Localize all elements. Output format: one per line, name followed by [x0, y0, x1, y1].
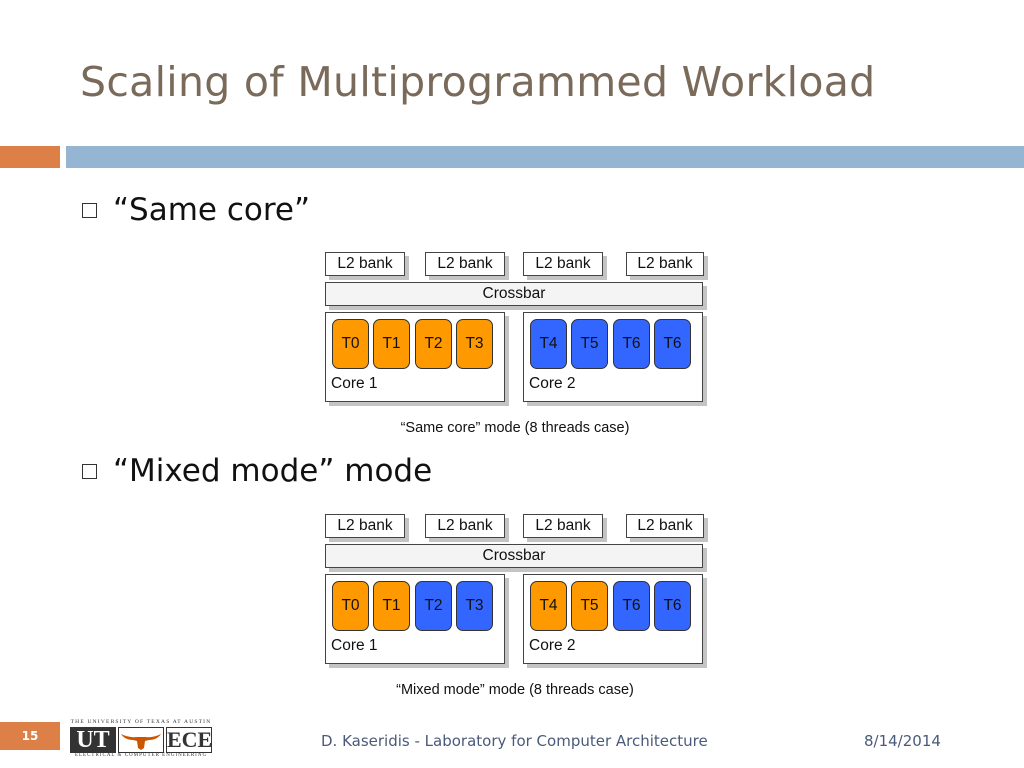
core-label: Core 1 — [331, 637, 378, 654]
l2-bank: L2 bank — [325, 514, 405, 538]
l2-bank: L2 bank — [523, 514, 603, 538]
thread: T6 — [613, 319, 650, 369]
bullet-text: “Same core” — [113, 192, 311, 228]
thread: T0 — [332, 319, 369, 369]
thread: T5 — [571, 319, 608, 369]
thread: T1 — [373, 319, 410, 369]
crossbar: Crossbar — [325, 544, 703, 568]
diagram-same-core: L2 bank L2 bank L2 bank L2 bank Crossbar… — [320, 252, 720, 442]
core-2: T4 T5 T6 T6 Core 2 — [523, 312, 703, 402]
accent-bar-orange — [0, 146, 60, 168]
longhorn-icon — [118, 727, 164, 753]
thread: T3 — [456, 581, 493, 631]
core-2: T4 T5 T6 T6 Core 2 — [523, 574, 703, 664]
thread: T2 — [415, 581, 452, 631]
footer-date: 8/14/2014 — [864, 732, 941, 750]
diagram-caption: “Same core” mode (8 threads case) — [400, 420, 630, 436]
accent-bar-blue — [66, 146, 1024, 168]
l2-bank: L2 bank — [425, 514, 505, 538]
bullet-same-core: “Same core” — [82, 192, 310, 228]
thread: T6 — [613, 581, 650, 631]
diagram-mixed-mode: L2 bank L2 bank L2 bank L2 bank Crossbar… — [320, 514, 720, 704]
core-label: Core 1 — [331, 375, 378, 392]
bullet-square-icon — [82, 203, 97, 218]
diagram-caption: “Mixed mode” mode (8 threads case) — [396, 682, 634, 698]
thread: T2 — [415, 319, 452, 369]
bullet-text: “Mixed mode” mode — [113, 453, 433, 489]
l2-bank: L2 bank — [325, 252, 405, 276]
l2-bank: L2 bank — [626, 252, 704, 276]
thread: T3 — [456, 319, 493, 369]
core-label: Core 2 — [529, 637, 576, 654]
logo-top-text: THE UNIVERSITY OF TEXAS AT AUSTIN — [70, 719, 212, 725]
core-1: T0 T1 T2 T3 Core 1 — [325, 574, 505, 664]
thread: T4 — [530, 319, 567, 369]
l2-bank: L2 bank — [523, 252, 603, 276]
bullet-square-icon — [82, 464, 97, 479]
thread: T0 — [332, 581, 369, 631]
slide-title: Scaling of Multiprogrammed Workload — [80, 58, 876, 106]
logo-ece: ECE — [166, 727, 213, 753]
ut-ece-logo: THE UNIVERSITY OF TEXAS AT AUSTIN UT ECE… — [68, 719, 214, 761]
thread: T6 — [654, 319, 691, 369]
l2-bank: L2 bank — [425, 252, 505, 276]
l2-bank: L2 bank — [626, 514, 704, 538]
footer-author: D. Kaseridis - Laboratory for Computer A… — [321, 732, 708, 750]
crossbar: Crossbar — [325, 282, 703, 306]
slide-number: 15 — [0, 722, 60, 750]
thread: T1 — [373, 581, 410, 631]
bullet-mixed-mode: “Mixed mode” mode — [82, 453, 432, 489]
core-label: Core 2 — [529, 375, 576, 392]
core-1: T0 T1 T2 T3 Core 1 — [325, 312, 505, 402]
thread: T6 — [654, 581, 691, 631]
logo-ut: UT — [70, 727, 116, 753]
thread: T4 — [530, 581, 567, 631]
thread: T5 — [571, 581, 608, 631]
logo-bottom-text: ELECTRICAL & COMPUTER ENGINEERING — [74, 753, 208, 758]
